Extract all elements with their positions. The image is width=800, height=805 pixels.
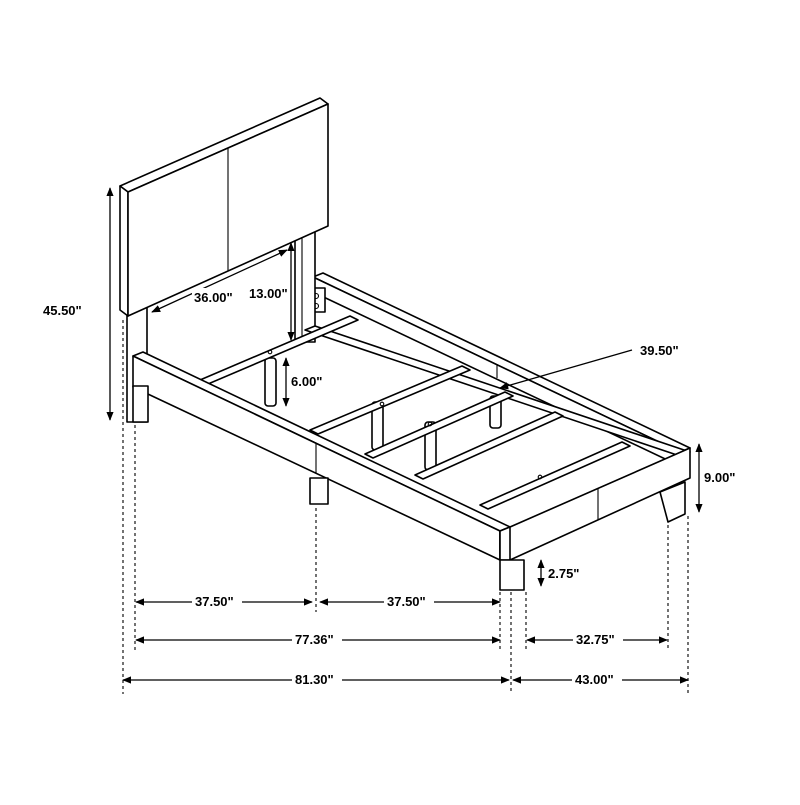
center-support-legs <box>264 357 502 471</box>
label-headboard-width: 36.00" <box>194 290 233 305</box>
label-rail-segment-left: 37.50" <box>195 594 234 609</box>
label-center-support-height: 6.00" <box>291 374 322 389</box>
label-headboard-clearance: 13.00" <box>249 286 288 301</box>
label-overall-width: 43.00" <box>575 672 614 687</box>
label-headboard-height: 45.50" <box>43 303 82 318</box>
label-leg-height: 2.75" <box>548 566 579 581</box>
bed-illustration <box>119 97 691 591</box>
label-inner-length: 77.36" <box>295 632 334 647</box>
label-rail-segment-right: 37.50" <box>387 594 426 609</box>
center-rail <box>304 325 691 457</box>
footboard <box>499 447 691 591</box>
slats <box>199 315 631 510</box>
dimension-labels: 45.50" 36.00" 13.00" 6.00" 39.50" 9.00" … <box>40 284 735 688</box>
label-overall-length: 81.30" <box>295 672 334 687</box>
label-footboard-height: 9.00" <box>704 470 735 485</box>
label-side-rail-length: 39.50" <box>640 343 679 358</box>
label-inner-width: 32.75" <box>576 632 615 647</box>
